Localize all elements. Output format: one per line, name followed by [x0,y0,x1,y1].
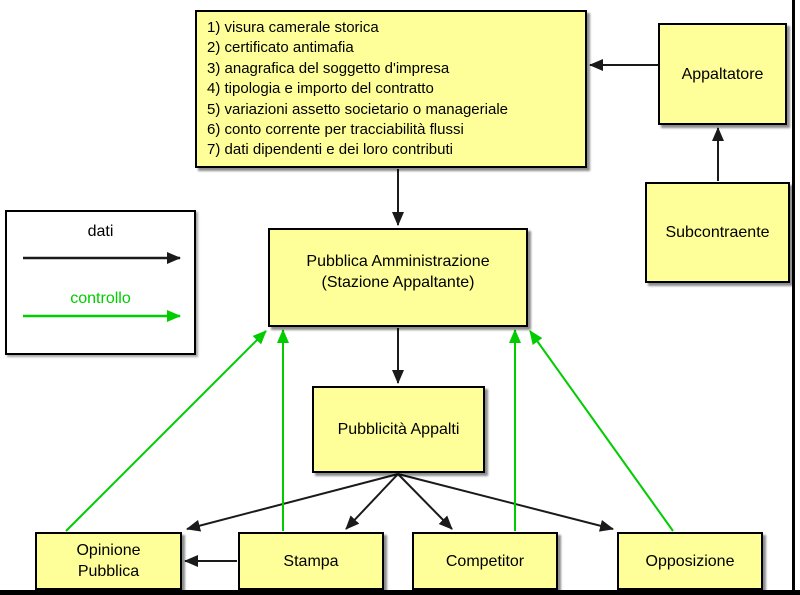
node-appaltatore: Appaltatore [658,23,787,125]
node-competitor-label: Competitor [445,552,525,570]
node-appaltatore-label: Appaltatore [681,65,764,83]
requisiti-item: 7) dati dipendenti e dei loro contributi [207,141,453,159]
arrow-dati-pubblicita-to-stampa [345,473,399,530]
arrow-controllo-opinione-pubblica-to-pa [65,330,267,532]
requisiti-item: 4) tipologia e importo del contratto [207,80,434,98]
node-subcontraente-label: Subcontraente [665,224,770,241]
arrow-controllo-opposizione-to-pa [529,330,674,532]
node-requisiti-list: 1) visura camerale storica 2) certificat… [195,10,587,168]
legend-controllo-label: controllo [70,290,131,307]
node-opinione-pubblica: Opinione Pubblica [35,532,182,590]
arrow-dati-pubblicita-to-opposizione [397,473,614,532]
node-competitor: Competitor [412,532,558,590]
node-opposizione-label: Opposizione [645,552,735,570]
requisiti-item: 6) conto corrente per tracciabilità flus… [207,121,464,139]
arrow-dati-pubblicita-to-opinione-pubblica [186,473,399,532]
node-opinione-pubblica-line1: Opinione [76,542,141,559]
legend-controllo-arrow [23,310,181,322]
node-opinione-pubblica-line2: Pubblica [77,563,140,580]
requisiti-item: 3) anagrafica del soggetto d'impresa [207,59,450,77]
requisiti-item: 1) visura camerale storica [207,19,379,36]
arrow-dati-pubblicita-to-competitor [397,473,453,530]
node-subcontraente: Subcontraente [645,182,790,283]
node-pubblica-amministrazione: Pubblica Amministrazione (Stazione Appal… [268,228,528,327]
legend-dati-label: dati [87,223,114,240]
requisiti-item: 5) variazioni assetto societario o manag… [207,100,508,118]
node-pubblicita-appalti-label: Pubblicità Appalti [337,421,460,438]
node-stampa: Stampa [238,532,384,590]
legend-box: dati controllo [5,210,196,355]
page-edge-bottom [0,590,800,595]
node-pa-label-line1: Pubblica Amministrazione [306,252,490,270]
page-edge-right [792,0,795,595]
requisiti-item: 2) certificato antimafia [207,39,354,57]
node-opposizione: Opposizione [617,532,763,590]
node-pa-label-line2: (Stazione Appaltante) [321,273,475,291]
node-stampa-label: Stampa [283,552,339,570]
legend-dati-arrow [23,252,181,264]
node-pubblicita-appalti: Pubblicità Appalti [312,386,485,473]
